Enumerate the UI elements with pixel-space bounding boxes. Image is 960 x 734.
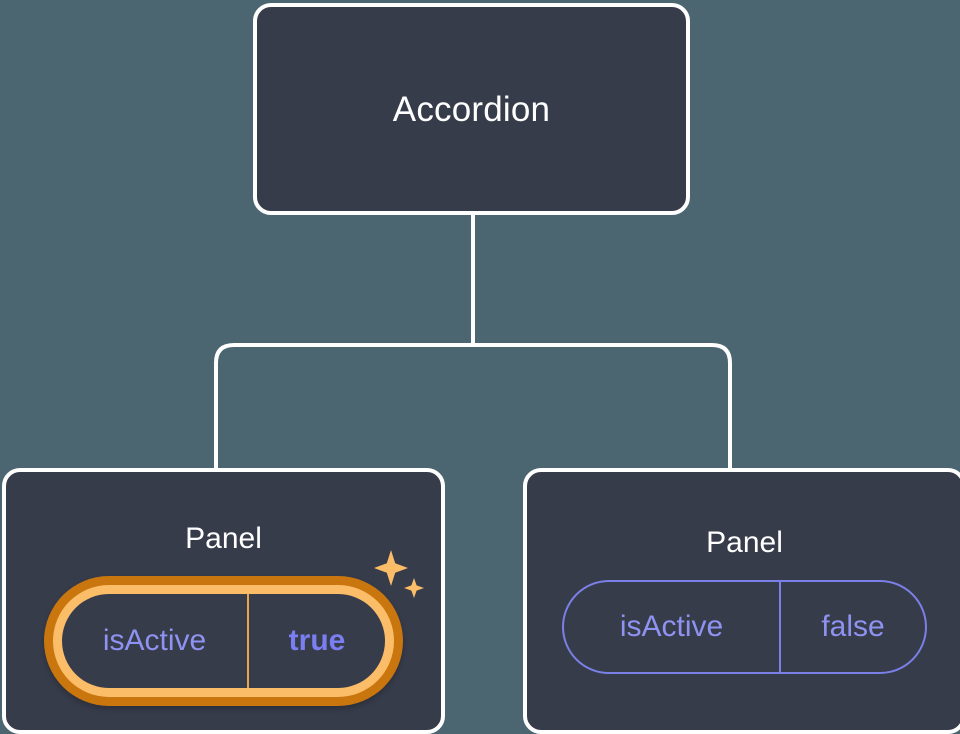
prop-pill-active[interactable]: isActive true (62, 594, 385, 688)
prop-divider (779, 582, 781, 672)
prop-value-false: false (821, 610, 885, 643)
sparkle-large-icon (374, 550, 408, 586)
node-panel-inactive-title: Panel (706, 526, 783, 559)
prop-value-true: true (288, 624, 346, 657)
node-panel-inactive[interactable]: Panel isActive false (523, 468, 960, 734)
node-accordion-title: Accordion (392, 89, 551, 129)
node-panel-active[interactable]: Panel isActive true (2, 468, 445, 734)
prop-pill-active-glow: isActive true (44, 576, 403, 706)
prop-pill-inactive-wrap: isActive false (562, 580, 927, 674)
node-panel-active-title: Panel (185, 522, 262, 555)
sparkle-small-icon (404, 578, 424, 598)
prop-pill-inactive[interactable]: isActive false (562, 580, 927, 674)
prop-divider (247, 594, 249, 688)
prop-pill-active-wrap: isActive true (44, 550, 424, 706)
node-accordion[interactable]: Accordion (253, 3, 690, 215)
prop-key-isactive-true: isActive (102, 624, 207, 657)
prop-key-isactive-false: isActive (619, 610, 724, 643)
prop-pill-active-ring: isActive true (53, 585, 394, 697)
connector-bus (214, 343, 732, 468)
